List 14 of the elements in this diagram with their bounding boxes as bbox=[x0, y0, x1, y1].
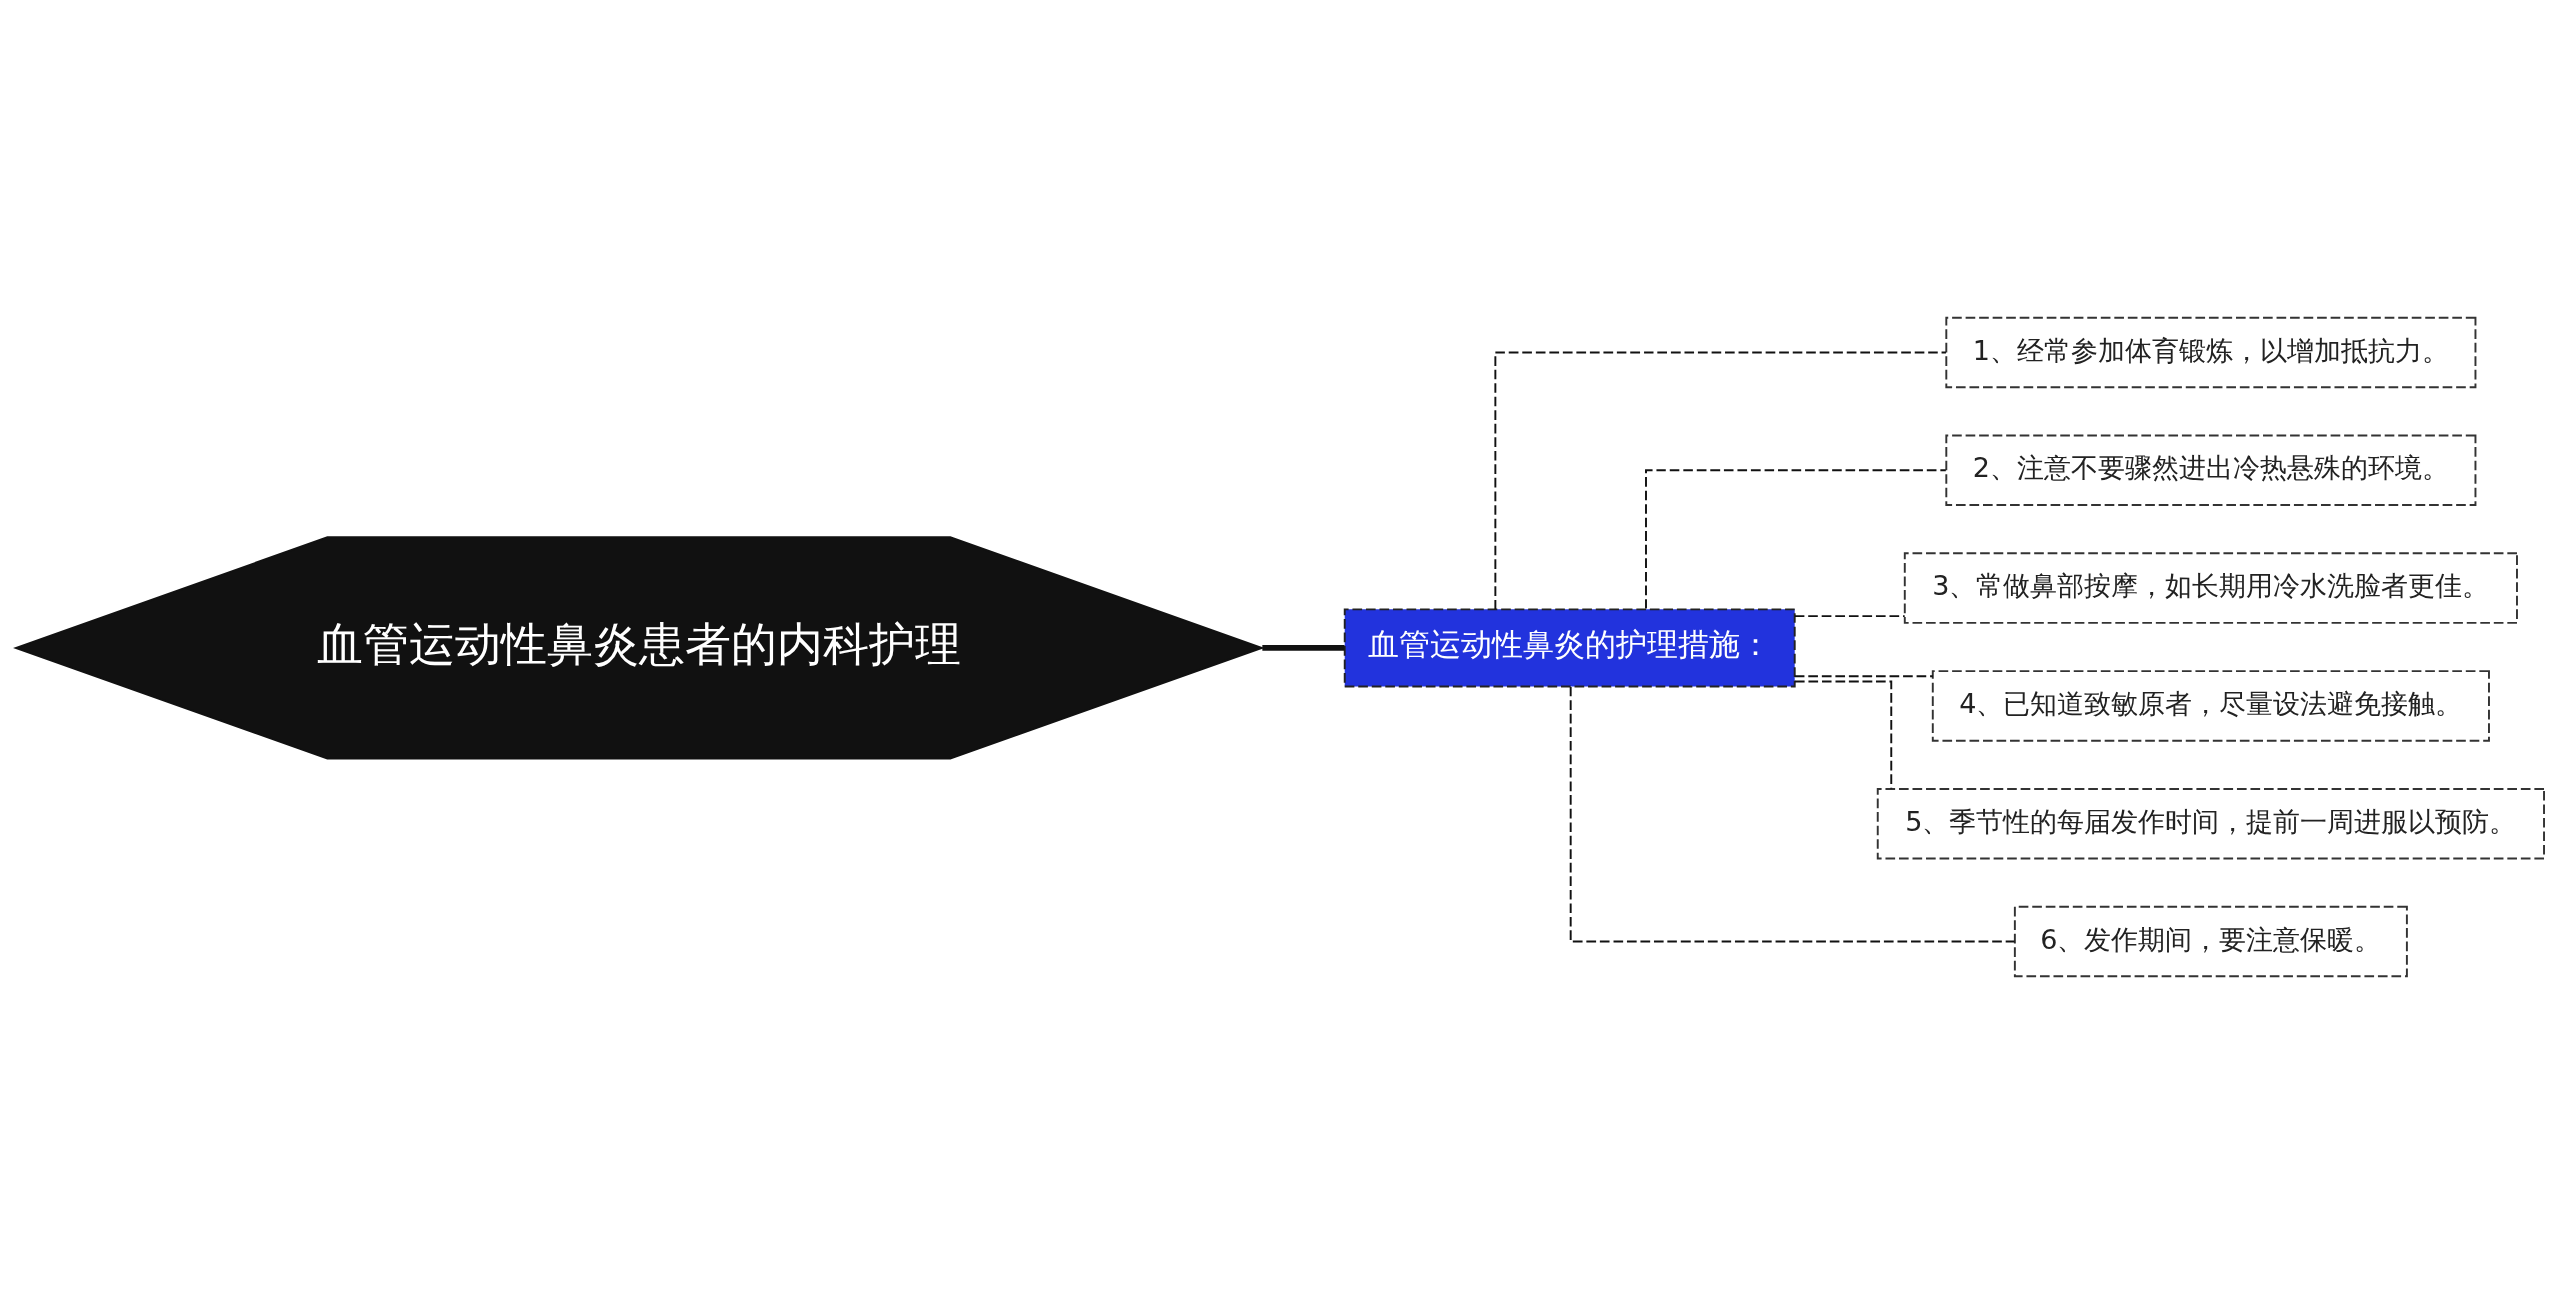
node-box: 1、经常参加体育锻炼，以增加抵抗力。 bbox=[1945, 316, 2477, 388]
connector bbox=[1262, 644, 1345, 651]
node-box: 4、已知道致敏原者，尽量设法避免接触。 bbox=[1931, 669, 2490, 742]
connector bbox=[1793, 674, 1934, 677]
connector bbox=[1494, 351, 1947, 610]
connector bbox=[1793, 614, 1906, 617]
node-box: 血管运动性鼻炎的护理措施： bbox=[1343, 607, 1796, 688]
node-box: 5、季节性的每届发作时间，提前一周进服以预防。 bbox=[1876, 787, 2545, 859]
node-box: 6、发作期间，要注意保暖。 bbox=[2013, 905, 2408, 977]
connector bbox=[1645, 468, 1947, 609]
node-box: 2、注意不要骤然进出冷热悬殊的环境。 bbox=[1945, 434, 2477, 506]
node-box: 3、常做鼻部按摩，如长期用冷水洗脸者更佳。 bbox=[1903, 551, 2518, 624]
connector bbox=[1569, 685, 2016, 942]
connector bbox=[1793, 679, 1893, 789]
